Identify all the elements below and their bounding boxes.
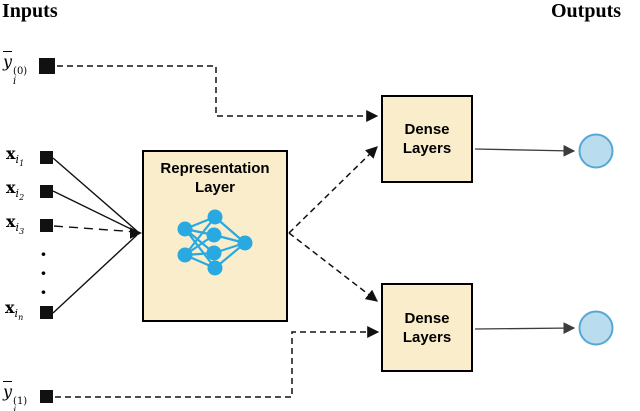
label-x-i3: xi3 <box>6 212 25 236</box>
inputs-title: Inputs <box>2 0 58 22</box>
dense-layers-bottom-block: Dense Layers <box>381 283 473 372</box>
edge-representation-dense-bottom <box>288 232 378 302</box>
output-node-top <box>578 133 614 169</box>
dense-layers-bottom-label: Dense Layers <box>402 309 452 346</box>
output-node-bottom <box>578 310 614 346</box>
edge-xn-representation <box>52 234 138 314</box>
label-x-i2: xi2 <box>6 178 25 202</box>
input-node-x3 <box>40 219 53 232</box>
input-node-y0 <box>39 58 55 74</box>
edge-x1-representation <box>52 157 138 232</box>
edge-x3-representation <box>53 225 138 233</box>
edge-dense-top-output <box>474 144 576 157</box>
nn-nodes <box>177 209 253 276</box>
input-node-y1 <box>40 390 53 403</box>
representation-layer-label: Representation Layer <box>160 160 270 196</box>
dense-layers-top-label: Dense Layers <box>402 121 452 157</box>
label-x-i1: xi1 <box>6 144 25 168</box>
inputs-ellipsis: · · · <box>40 242 47 304</box>
edge-representation-dense-top <box>288 146 378 234</box>
input-node-x1 <box>40 151 53 164</box>
dense-layers-top-block: Dense Layers <box>381 95 473 183</box>
label-y-bar-1: y(1)i <box>3 382 28 411</box>
representation-layer-block: Representation Layer <box>142 150 288 322</box>
label-x-in: xin <box>5 298 24 322</box>
label-y-bar-0: y(0)i <box>3 52 28 87</box>
neural-network-icon <box>177 209 253 276</box>
fan-in-arrowhead <box>130 227 142 239</box>
edge-y1-dense-bottom <box>55 326 380 398</box>
input-node-x2 <box>40 185 53 198</box>
edge-dense-bottom-output <box>474 322 576 334</box>
edge-y0-dense-top <box>57 65 379 122</box>
outputs-title: Outputs <box>551 0 622 22</box>
input-node-xn <box>40 306 53 319</box>
edge-x2-representation <box>52 190 138 233</box>
